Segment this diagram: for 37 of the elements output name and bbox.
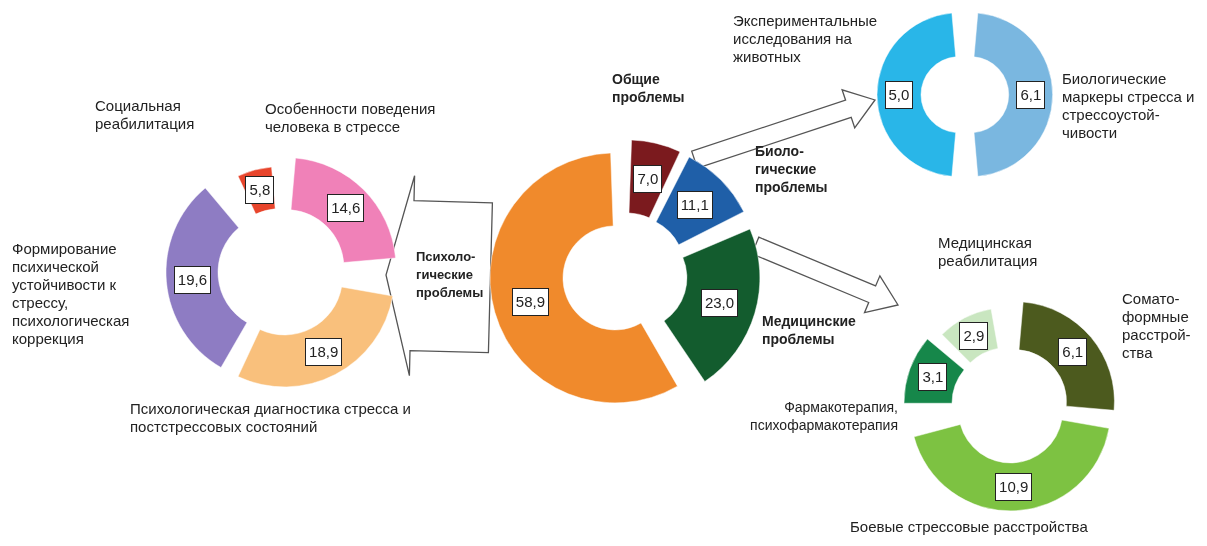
value-label: 6,1 <box>1016 81 1046 109</box>
value-label: 11,1 <box>676 191 713 220</box>
donut-segment <box>663 229 760 382</box>
category-label: Биологические маркеры стресса и стрессоустой-чивости <box>1062 70 1196 142</box>
donut-segment <box>942 309 999 363</box>
value-label: 5,8 <box>245 175 275 204</box>
donut-segment <box>490 152 678 403</box>
donut-segment <box>238 287 394 388</box>
value-label: 18,9 <box>305 337 343 366</box>
category-label: Сомато-формные расстрой-ства <box>1122 290 1192 362</box>
donut-segment <box>913 420 1109 511</box>
category-label: Медицинские проблемы <box>762 312 857 348</box>
donut-segment <box>974 13 1053 177</box>
donut-segment <box>291 158 396 263</box>
category-label: Психоло-гические проблемы <box>416 248 485 302</box>
block-arrow <box>385 175 494 377</box>
category-label: Социальная реабилитация <box>95 97 196 133</box>
category-label: Медицинская реабилитация <box>938 234 1039 270</box>
donut-segment <box>1019 301 1115 410</box>
value-label: 10,9 <box>995 472 1033 501</box>
category-label: Общие проблемы <box>612 70 686 106</box>
value-label: 14,6 <box>327 194 365 223</box>
value-label: 58,9 <box>511 288 549 317</box>
value-label: 6,1 <box>1058 338 1088 367</box>
value-label: 2,9 <box>959 321 989 350</box>
donut-segment <box>904 338 965 403</box>
category-label: Психологическая диагностика стресса и постстрессовых состояний <box>130 400 412 436</box>
donut-segment <box>166 188 247 368</box>
value-label: 7,0 <box>633 165 663 194</box>
category-label: Особенности поведения человека в стрессе <box>265 100 437 136</box>
category-label: Боевые стрессовые расстройства <box>850 518 1089 536</box>
category-label: Формирование психической устойчивости к стрессу, психологическая коррекция <box>12 240 131 348</box>
category-label: Фармакотерапия, психофармакотерапия <box>749 398 898 434</box>
donut-segment <box>238 166 276 214</box>
value-label: 3,1 <box>918 362 948 391</box>
category-label: Биоло-гические проблемы <box>755 142 829 196</box>
donut-segment <box>877 13 956 177</box>
